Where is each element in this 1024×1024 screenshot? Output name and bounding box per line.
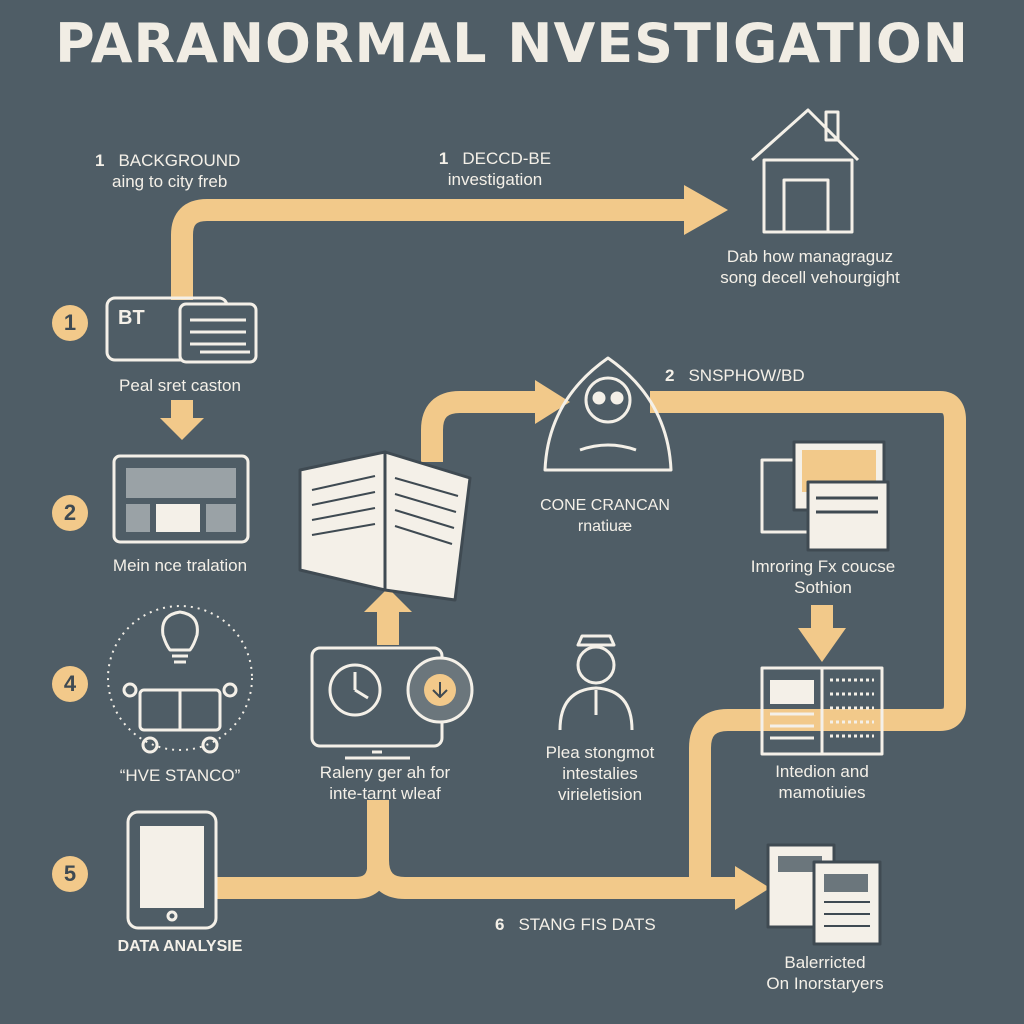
decode-step-number: 1 (438, 149, 449, 168)
step-badge-4: 4 (52, 666, 88, 702)
stang-step-number: 6 (495, 915, 505, 934)
arrow-book-to-ghost (421, 391, 540, 462)
stang-label: 6 STANG FIS DATS (495, 914, 715, 935)
house-line1: Dab how managraguz (726, 247, 894, 266)
step-badge-5: 5 (52, 856, 88, 892)
photo-stack-icon (760, 440, 890, 552)
arrowhead-device (160, 418, 204, 440)
plea-line3: virieletision (557, 785, 643, 804)
plea-line2: intestalies (562, 764, 638, 783)
ghost-label: CONE CRANCAN rnatiuæ (510, 495, 700, 537)
data-analysis-label: DATA ANALYSIE (117, 938, 243, 955)
document-stack-icon (178, 302, 258, 364)
intedion-label: Intedion and mamotiuies (732, 761, 912, 803)
improving-line1: Imroring Fx coucse (750, 557, 896, 576)
bottom-line1: Balerricted (784, 953, 866, 972)
open-book-icon (298, 450, 472, 602)
monitor-icon (112, 454, 250, 544)
clock-line1: Raleny ger ah for (319, 763, 451, 782)
bottom-line2: On Inorstaryers (766, 974, 884, 993)
machine-icon (122, 682, 238, 754)
arrowheads (160, 185, 846, 910)
snapshow-label: 2 SNSPHOW/BD (665, 365, 905, 386)
lightbulb-icon (107, 605, 253, 751)
background-step-number: 1 (95, 151, 105, 170)
snapshow-step-number: 2 (665, 366, 675, 385)
arrow-bottom (367, 800, 740, 899)
arrow-tablet-to-docs (215, 800, 389, 899)
background-line2: aing to city freb (112, 172, 228, 191)
person-icon (558, 634, 634, 731)
download-icon (406, 656, 474, 724)
improving-line2: Sothion (794, 578, 852, 597)
arrowhead-top (684, 185, 728, 235)
step-badge-1: 1 (52, 305, 88, 341)
decode-line2: investigation (447, 170, 543, 189)
clock-label: Raleny ger ah for inte-tarnt wleaf (290, 762, 480, 804)
monitor-label: Mein nce tralation (112, 556, 248, 575)
bottom-label: Balerricted On Inorstaryers (730, 952, 920, 994)
hooded-figure-icon (543, 356, 673, 472)
house-icon (751, 108, 860, 234)
stanco-label: “HVE STANCO” (119, 766, 241, 785)
snapshow-text: SNSPHOW/BD (688, 366, 805, 385)
ghost-line2: rnatiuæ (577, 518, 633, 535)
bt-box-text: BT (118, 307, 145, 329)
arrowhead-photo (798, 628, 846, 662)
plea-label: Plea stongmot intestalies virieletision (510, 742, 690, 805)
arrowhead-ghost (535, 380, 570, 424)
decode-label: 1 DECCD-BE investigation (400, 148, 590, 190)
improving-label: Imroring Fx coucse Sothion (718, 556, 928, 598)
house-label: Dab how managraguz song decell vehourgig… (690, 246, 930, 288)
device-label: Peal sret caston (119, 376, 241, 395)
ghost-line1: CONE CRANCAN (540, 497, 670, 514)
decode-line1: DECCD-BE (462, 149, 552, 168)
step-badge-2: 2 (52, 495, 88, 531)
arrowhead-bottom (735, 866, 770, 910)
arrow-loop-right (650, 391, 966, 880)
page-title: PARANORMAL NVESTIGATION (55, 12, 969, 75)
arrowhead-book-up (364, 588, 412, 612)
tablet-icon (126, 810, 218, 930)
intedion-line1: Intedion and (775, 762, 869, 781)
newspaper-icon (760, 666, 884, 756)
clock-line2: inte-tarnt wleaf (329, 784, 441, 803)
background-label: 1 BACKGROUND aing to city freb (95, 150, 295, 192)
house-line2: song decell vehourgight (720, 268, 900, 287)
stang-text: STANG FIS DATS (518, 915, 656, 934)
plea-line1: Plea stongmot (545, 743, 655, 762)
background-line1: BACKGROUND (118, 151, 241, 170)
intedion-line2: mamotiuies (778, 783, 866, 802)
flow-arrows (171, 199, 966, 899)
document-pair-icon (766, 843, 882, 946)
arrow-top (171, 199, 688, 300)
